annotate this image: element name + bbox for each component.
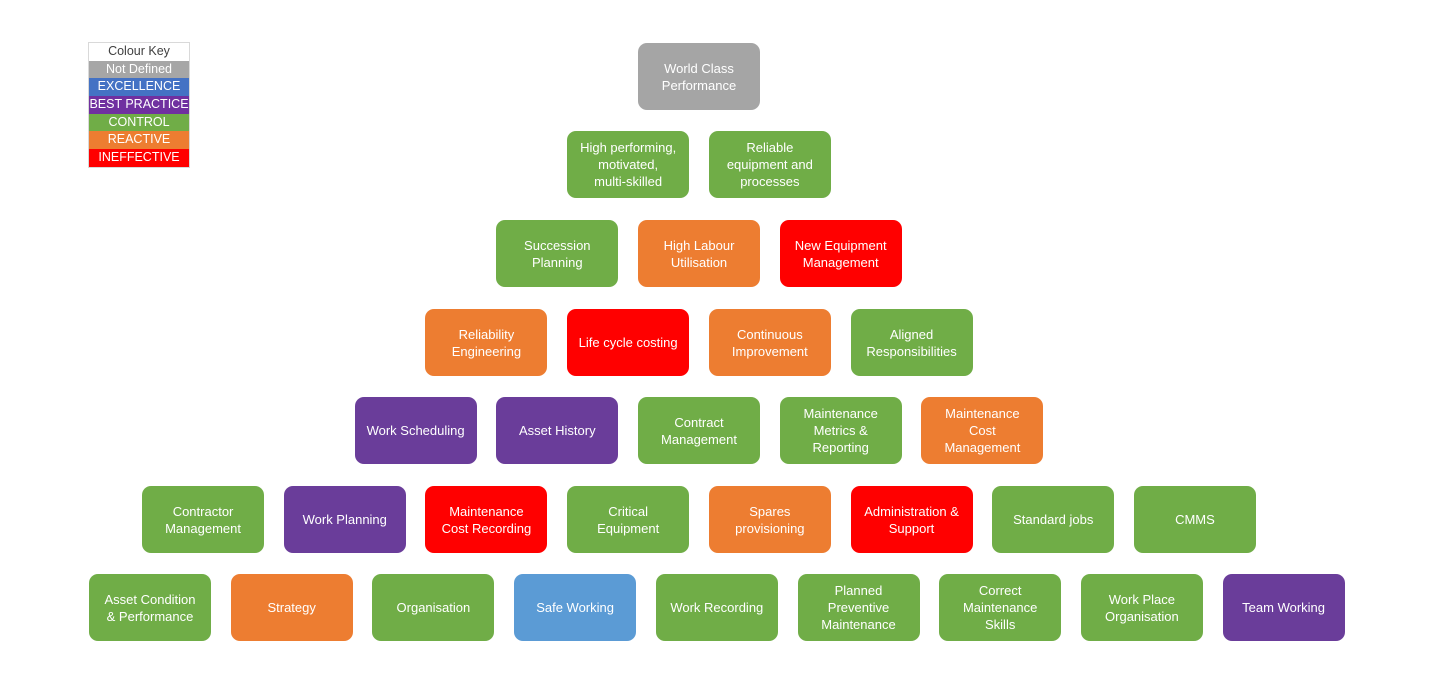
legend-item-not-defined: Not Defined (89, 60, 189, 79)
node-new-equipment-management: New Equipment Management (779, 220, 902, 287)
colour-key-legend: Colour Key Not Defined EXCELLENCE BEST P… (88, 42, 190, 168)
node-organisation: Organisation (372, 574, 495, 641)
node-cmms: CMMS (1133, 486, 1256, 553)
node-planned-preventive-maintenance: Planned Preventive Maintenance (797, 574, 920, 641)
node-spares-provisioning: Spares provisioning (708, 486, 831, 553)
node-aligned-responsibilities: Aligned Responsibilities (850, 309, 973, 376)
node-reliability-engineering: Reliability Engineering (425, 309, 548, 376)
node-high-labour-utilisation: High Labour Utilisation (638, 220, 760, 287)
node-world-class-performance: World Class Performance (638, 43, 760, 110)
legend-item-best-practice: BEST PRACTICE (89, 96, 189, 114)
node-asset-condition-performance: Asset Condition & Performance (89, 574, 211, 641)
node-reliable-equipment-and-processes: Reliable equipment and processes (708, 131, 831, 198)
node-critical-equipment: Critical Equipment (567, 486, 690, 553)
node-asset-history: Asset History (496, 397, 619, 464)
node-team-working: Team Working (1222, 574, 1345, 641)
colour-key-title: Colour Key (89, 43, 189, 61)
node-succession-planning: Succession Planning (496, 220, 619, 287)
node-standard-jobs: Standard jobs (992, 486, 1115, 553)
node-safe-working: Safe Working (514, 574, 637, 641)
legend-item-excellence: EXCELLENCE (89, 78, 189, 97)
node-work-scheduling: Work Scheduling (354, 397, 477, 464)
node-life-cycle-costing: Life cycle costing (567, 309, 690, 376)
node-contract-management: Contract Management (638, 397, 760, 464)
node-continuous-improvement: Continuous Improvement (708, 309, 831, 376)
node-work-planning: Work Planning (283, 486, 406, 553)
node-maintenance-cost-recording: Maintenance Cost Recording (425, 486, 548, 553)
legend-item-reactive: REACTIVE (89, 131, 189, 150)
legend-item-ineffective: INEFFECTIVE (89, 149, 189, 167)
node-maintenance-cost-management: Maintenance Cost Management (921, 397, 1044, 464)
node-work-place-organisation: Work Place Organisation (1080, 574, 1203, 641)
legend-item-control: CONTROL (89, 113, 189, 132)
node-work-recording: Work Recording (655, 574, 778, 641)
node-contractor-management: Contractor Management (142, 486, 265, 553)
node-maintenance-metrics-reporting: Maintenance Metrics & Reporting (779, 397, 902, 464)
node-strategy: Strategy (230, 574, 353, 641)
node-administration-support: Administration & Support (850, 486, 973, 553)
node-correct-maintenance-skills: Correct Maintenance Skills (939, 574, 1062, 641)
node-high-performing-motivated-multi-skilled: High performing, motivated, multi-skille… (567, 131, 690, 198)
